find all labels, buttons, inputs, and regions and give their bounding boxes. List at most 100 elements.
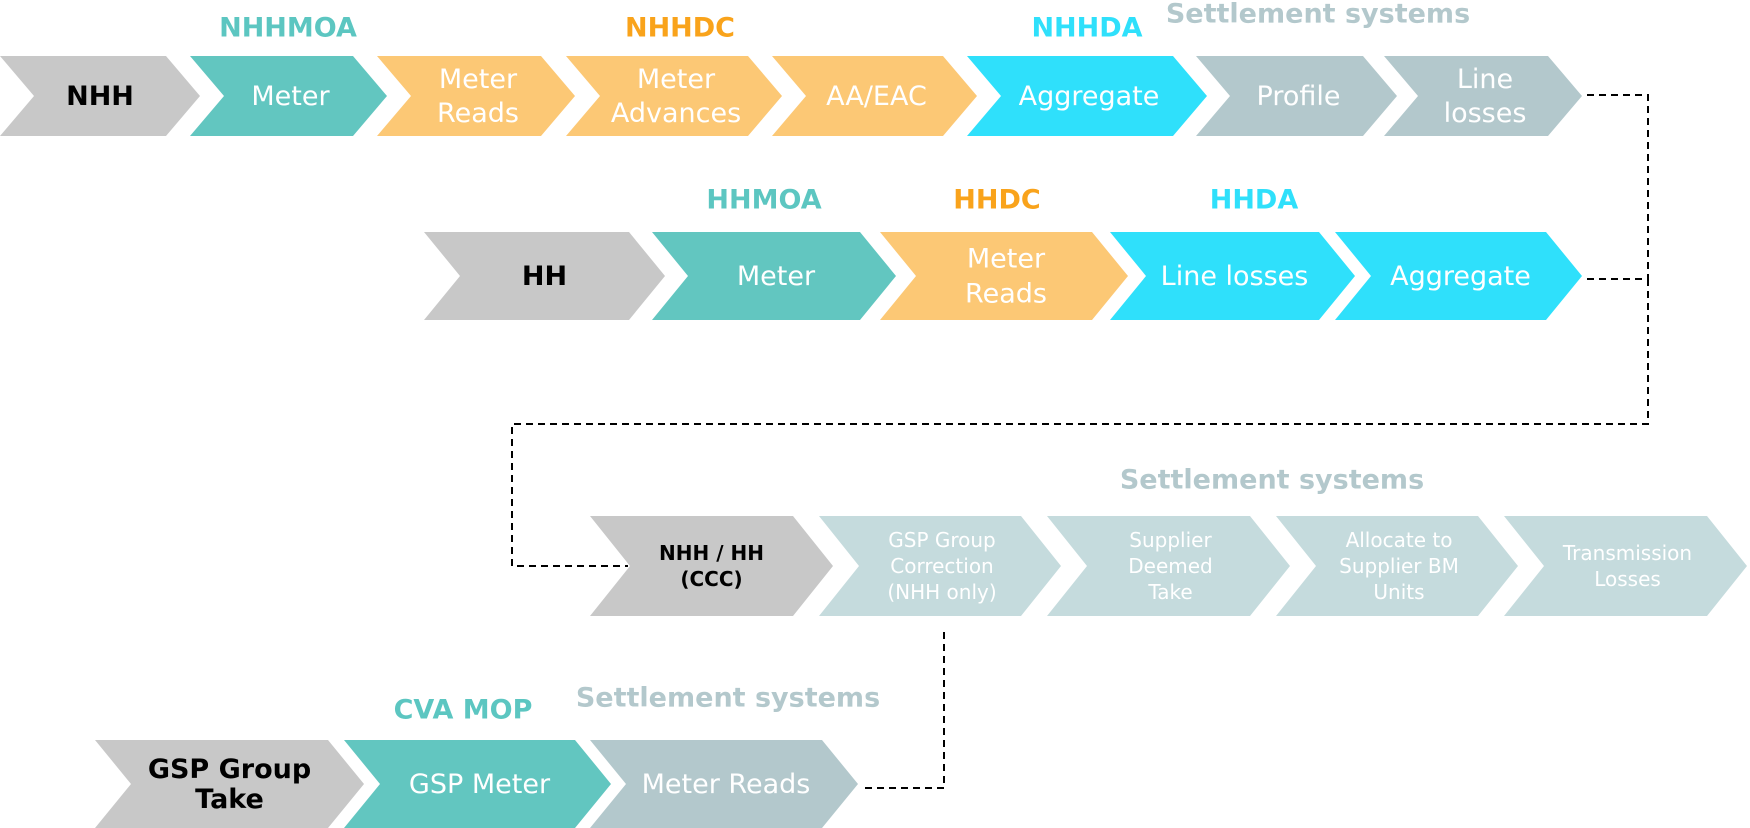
chevron-label-line: Supplier: [1129, 528, 1212, 552]
group-title: NHHMOA: [219, 13, 357, 44]
chevron-label-line: Correction: [890, 554, 993, 578]
chevron-label-line: HH: [522, 261, 567, 292]
group-title: HHMOA: [706, 185, 821, 216]
chevron-shape: [1110, 232, 1355, 320]
chevron-label: Meter Reads: [642, 769, 811, 800]
chevron-shape: [344, 740, 611, 828]
chevron-label-line: AA/EAC: [826, 81, 927, 112]
chevron-shape: [652, 232, 896, 320]
chevron-label-line: Aggregate: [1390, 261, 1531, 292]
chevron-shape: [772, 56, 977, 136]
connector-lines: [511, 94, 1649, 789]
chevron-shape: [424, 232, 665, 320]
group-title: Settlement systems: [576, 683, 880, 714]
chevron-nhh-6: Profile: [1196, 56, 1397, 136]
group-title: Settlement systems: [1120, 465, 1424, 496]
group-title: CVA MOP: [394, 695, 533, 726]
chevron-label: NHH: [66, 81, 134, 112]
chevron-label-line: Deemed: [1128, 554, 1213, 578]
chevron-label: Meter: [251, 81, 330, 112]
chevron-ccc-0: NHH / HH(CCC): [590, 516, 833, 616]
chevron-label-line: Take: [1147, 580, 1192, 604]
chevron-label-line: (NHH only): [887, 580, 996, 604]
chevron-label-line: Line losses: [1161, 261, 1309, 292]
group-title: HHDA: [1210, 185, 1299, 216]
chevron-hh-3: Line losses: [1110, 232, 1355, 320]
chevron-label-line: Losses: [1594, 567, 1661, 591]
chevron-label-line: Reads: [437, 98, 519, 129]
chevron-label-line: GSP Meter: [409, 769, 551, 800]
chevron-hh-1: Meter: [652, 232, 896, 320]
chevron-shape: [1047, 516, 1290, 616]
chevron-shape: [566, 56, 782, 136]
chevron-gsp-2: Meter Reads: [590, 740, 858, 828]
chevron-label: HH: [522, 261, 567, 292]
chevron-label-line: Meter: [439, 64, 518, 95]
chevron-shape: [1384, 56, 1582, 136]
chevron-shape: [1335, 232, 1582, 320]
chevron-label: Line losses: [1161, 261, 1309, 292]
chevron-nhh-4: AA/EAC: [772, 56, 977, 136]
chevron-label-line: losses: [1444, 98, 1527, 129]
chevron-label-line: Meter: [967, 243, 1046, 274]
chevron-label-line: Meter: [737, 261, 816, 292]
chevron-shape: [967, 56, 1207, 136]
chevron-label-line: NHH: [66, 81, 134, 112]
chevron-label-line: GSP Group: [888, 528, 996, 552]
chevron-shape: [1504, 516, 1747, 616]
chevron-shape: [95, 740, 364, 828]
chevron-label-line: Supplier BM: [1339, 554, 1459, 578]
chevron-hh-0: HH: [424, 232, 665, 320]
chevron-shape: [0, 56, 200, 136]
group-title: NHHDA: [1031, 13, 1142, 44]
chevron-label-line: Allocate to: [1346, 528, 1453, 552]
chevron-label-line: Reads: [965, 278, 1047, 309]
group-title: Settlement systems: [1166, 0, 1470, 30]
group-title: NHHDC: [625, 13, 735, 44]
chevron-label-line: Profile: [1257, 81, 1341, 112]
chevron-label: GSP Meter: [409, 769, 551, 800]
chevron-shape: [377, 56, 575, 136]
chevron-shape: [1196, 56, 1397, 136]
chevron-shape: [1276, 516, 1518, 616]
chevron-nhh-5: Aggregate: [967, 56, 1207, 136]
chevron-label: AA/EAC: [826, 81, 927, 112]
chevron-label-line: Transmission: [1562, 541, 1692, 565]
chevron-shape: [880, 232, 1128, 320]
chevron-label-line: Meter: [251, 81, 330, 112]
chevron-label-line: Aggregate: [1019, 81, 1160, 112]
dashed-connector: [1587, 94, 1649, 280]
chevron-label: Aggregate: [1019, 81, 1160, 112]
chevron-shape: [590, 516, 833, 616]
chevron-nhh-0: NHH: [0, 56, 200, 136]
chevron-shape: [190, 56, 387, 136]
chevron-nhh-1: Meter: [190, 56, 387, 136]
chevron-shape: [819, 516, 1061, 616]
chevron-label: Profile: [1257, 81, 1341, 112]
chevron-shape: [590, 740, 858, 828]
dashed-connector: [862, 632, 945, 789]
chevron-label-line: Meter: [637, 64, 716, 95]
chevron-label-line: (CCC): [680, 567, 742, 591]
chevron-label-line: GSP Group: [148, 754, 311, 785]
